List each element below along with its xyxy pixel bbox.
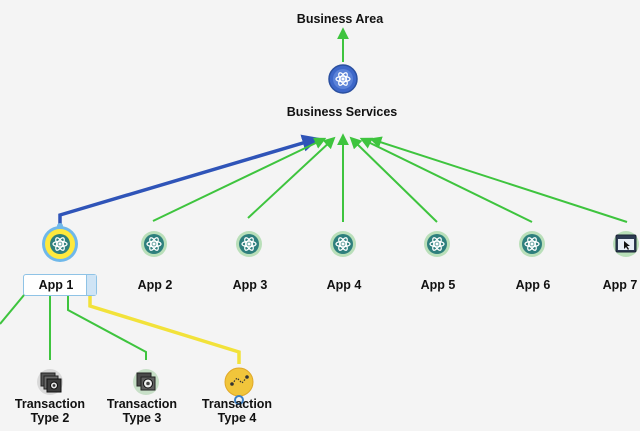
edge-app7-to-services — [369, 136, 628, 223]
business-area-label[interactable]: Business Area — [296, 12, 384, 26]
gear-stack-icon — [136, 372, 156, 391]
edge-app3-to-services — [247, 136, 336, 219]
transaction4-node[interactable] — [224, 367, 254, 405]
app3-label[interactable]: App 3 — [232, 278, 268, 292]
dotted-path-icon — [230, 375, 249, 386]
app3-node[interactable] — [236, 231, 262, 257]
app7-node[interactable] — [613, 231, 639, 257]
app4-label[interactable]: App 4 — [326, 278, 362, 292]
transaction2-node[interactable] — [37, 369, 63, 395]
transaction2-label[interactable]: Transaction Type 2 — [14, 397, 86, 425]
app1-label-box[interactable]: App 1 — [23, 274, 97, 296]
business-services-node[interactable] — [328, 64, 358, 94]
app7-label[interactable]: App 7 — [602, 278, 638, 292]
app6-node[interactable] — [519, 231, 545, 257]
window-cursor-icon — [624, 241, 630, 250]
transaction4-label[interactable]: Transaction Type 4 — [201, 397, 273, 425]
app6-label[interactable]: App 6 — [515, 278, 551, 292]
edge-app1-to-services — [58, 134, 320, 230]
business-services-label[interactable]: Business Services — [286, 105, 398, 119]
edge-app6-to-services — [359, 137, 533, 223]
edge-tx4-to-app1 — [88, 288, 241, 364]
transaction3-node[interactable] — [133, 369, 159, 395]
edge-tx3-to-app1 — [62, 279, 147, 360]
edge-app2-to-services — [152, 137, 327, 222]
app1-label: App 1 — [38, 278, 74, 292]
app5-label[interactable]: App 5 — [420, 278, 456, 292]
transaction3-label[interactable]: Transaction Type 3 — [106, 397, 178, 425]
camera-stack-icon — [40, 372, 62, 393]
edge-app5-to-services — [349, 136, 438, 223]
app5-node[interactable] — [424, 231, 450, 257]
app4-node[interactable] — [330, 231, 356, 257]
app1-handle[interactable] — [86, 275, 96, 295]
app2-node[interactable] — [141, 231, 167, 257]
app1-node[interactable] — [42, 223, 78, 262]
app2-label[interactable]: App 2 — [137, 278, 173, 292]
